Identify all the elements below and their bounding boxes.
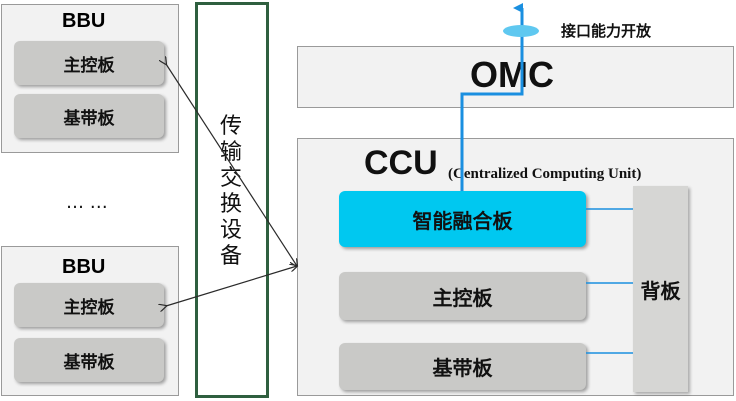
ccu-main-board: 主控板 bbox=[339, 272, 586, 320]
backplane: 背板 bbox=[633, 186, 688, 392]
omc-box bbox=[297, 46, 734, 108]
bbu-bottom-title: BBU bbox=[62, 256, 106, 278]
bbu-top-title: BBU bbox=[62, 10, 106, 32]
link-bbu-top-ccu bbox=[166, 64, 297, 266]
bbu-top-baseband-board: 基带板 bbox=[14, 94, 164, 138]
bbu-bottom-main-board: 主控板 bbox=[14, 283, 164, 327]
bbu-top-main-board: 主控板 bbox=[14, 41, 164, 85]
ccu-subtitle: (Centralized Computing Unit) bbox=[448, 166, 642, 182]
link-bbu-bottom-ccu bbox=[166, 266, 297, 306]
interface-ellipse bbox=[503, 25, 539, 37]
open-interface-label: 接口能力开放 bbox=[561, 22, 652, 40]
bbu-bottom-baseband-board: 基带板 bbox=[14, 338, 164, 382]
omc-title: OMC bbox=[470, 54, 554, 95]
smart-fusion-board: 智能融合板 bbox=[339, 191, 586, 247]
uplink-line bbox=[460, 3, 524, 191]
ccu-title: CCU bbox=[364, 144, 438, 182]
ccu-baseband-board: 基带板 bbox=[339, 343, 586, 390]
ellipsis: … … bbox=[66, 192, 108, 213]
